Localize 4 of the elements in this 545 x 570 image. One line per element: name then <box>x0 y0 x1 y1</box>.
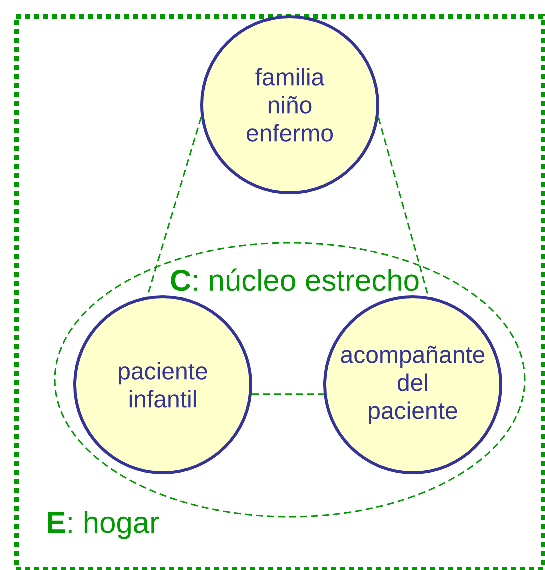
ellipse-label: C: núcleo estrecho <box>171 268 419 292</box>
dashed-line <box>252 394 324 396</box>
frame-label: E: hogar <box>48 511 160 540</box>
dashed-line <box>146 117 202 298</box>
